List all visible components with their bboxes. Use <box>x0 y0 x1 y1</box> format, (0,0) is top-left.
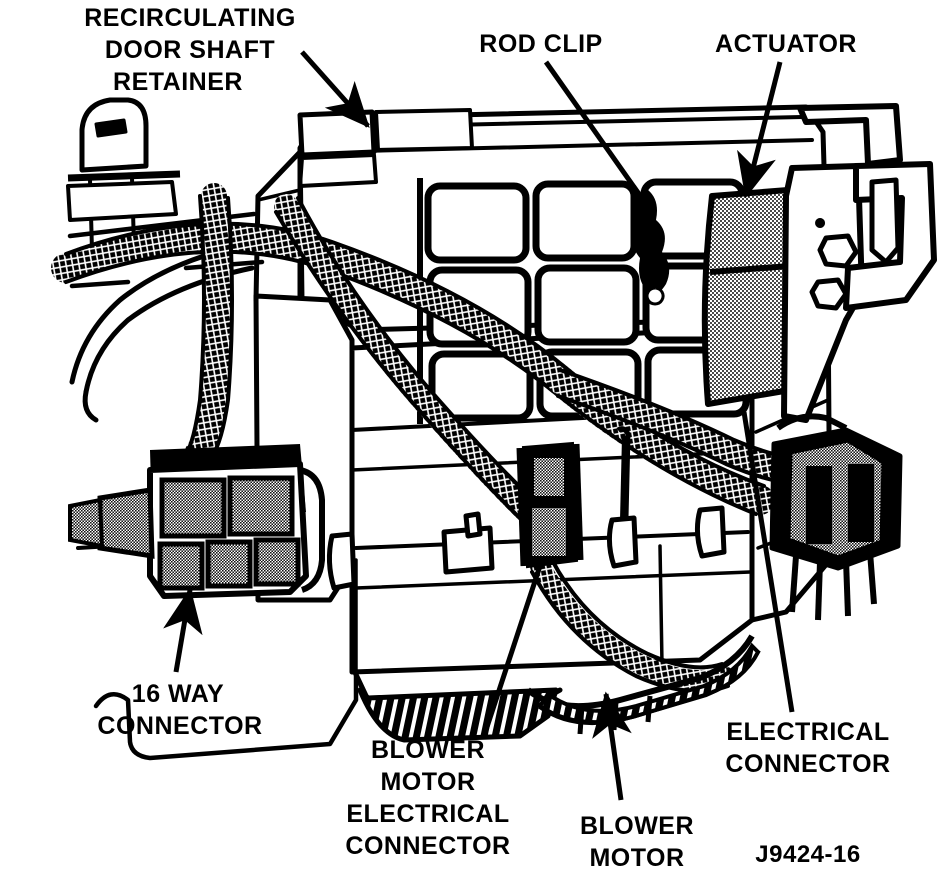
label-text-line: 16 WAY <box>132 680 224 708</box>
connector-16way <box>68 444 325 599</box>
housing-clips <box>326 426 727 591</box>
label-rod-clip: ROD CLIP <box>479 30 649 206</box>
label-text-line: CONNECTOR <box>725 750 890 778</box>
label-text-line: ACTUATOR <box>715 30 857 58</box>
connector-electrical-right <box>769 413 903 621</box>
label-text-line: BLOWER <box>371 736 485 764</box>
leader-line <box>543 60 649 206</box>
label-text-line: CONNECTOR <box>97 712 262 740</box>
label-group: RECIRCULATING DOOR SHAFT RETAINER ROD CL… <box>84 4 890 872</box>
figure-code: J9424-16 <box>755 841 860 868</box>
label-text-line: RECIRCULATING <box>84 4 296 32</box>
label-text-line: RETAINER <box>113 68 243 96</box>
actuator-body <box>701 187 793 407</box>
leader-line <box>592 691 632 801</box>
label-text-line: ELECTRICAL <box>726 718 889 746</box>
label-text-line: BLOWER <box>580 812 694 840</box>
label-text-line: ELECTRICAL <box>346 800 509 828</box>
leader-line <box>163 587 203 673</box>
label-blower-motor: BLOWER MOTOR <box>580 691 694 872</box>
label-text-line: CONNECTOR <box>345 832 510 860</box>
rod-clip-part <box>631 190 670 306</box>
label-text-line: ROD CLIP <box>479 30 602 58</box>
label-text-line: MOTOR <box>589 844 684 872</box>
leader-line <box>483 565 543 731</box>
rod-pin <box>620 435 626 521</box>
leader-line <box>741 411 795 713</box>
label-blower-motor-electrical-connector: BLOWER MOTOR ELECTRICAL CONNECTOR <box>345 565 543 860</box>
leader-line <box>300 50 370 128</box>
housing-right-frame <box>797 103 937 311</box>
label-text-line: MOTOR <box>380 768 475 796</box>
leader-line <box>737 61 783 199</box>
blower-motor-connector <box>516 441 584 569</box>
label-16-way-connector: 16 WAY CONNECTOR <box>97 587 262 740</box>
label-actuator: ACTUATOR <box>715 30 857 199</box>
door-shaft-retainer-bracket <box>66 97 181 251</box>
label-recirculating-door-shaft-retainer: RECIRCULATING DOOR SHAFT RETAINER <box>84 4 370 128</box>
label-electrical-connector: ELECTRICAL CONNECTOR <box>725 411 890 778</box>
label-text-line: DOOR SHAFT <box>105 36 275 64</box>
